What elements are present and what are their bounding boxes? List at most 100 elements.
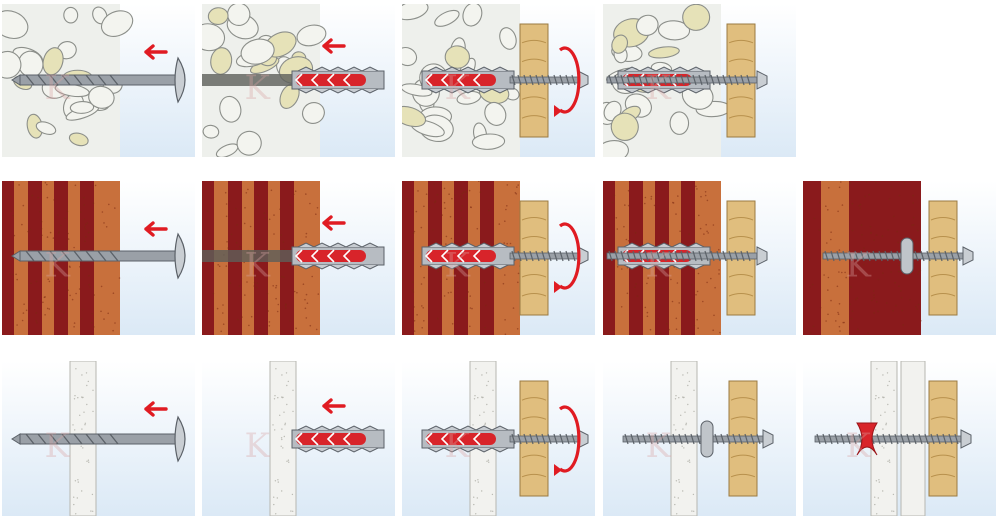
wood-grain [728,236,754,240]
wood-grain [521,39,547,44]
brick-speckle [517,281,519,284]
drill-flute [61,250,71,262]
plug-chevron [342,249,351,263]
brick-speckle [37,196,39,199]
brick-speckle [420,283,423,285]
screw-thread [686,250,691,262]
drill-flute [49,74,59,86]
brick-speckle [445,243,447,245]
brick-speckle [79,266,81,268]
screw-thread [662,74,667,86]
plug-chevron [294,432,303,446]
brick-speckle [704,194,707,197]
brick-speckle [607,232,609,235]
brick-speckle [892,309,894,312]
screw-thread [656,250,661,262]
screw-head [762,429,774,449]
brick-speckle [211,240,214,243]
screw-thread [750,433,755,445]
board-speckle [677,497,679,499]
brick-speckle [243,222,246,225]
screw-thread [668,74,673,86]
drill-flute [73,74,83,86]
plug-rib [671,242,689,270]
diagram-plasterboard-drill: K [11,361,186,516]
brick-speckle [841,271,843,274]
wood-grain [930,473,956,478]
brick-speckle [877,310,879,313]
board-speckle [292,410,294,413]
pebble [219,95,242,123]
wood-grain [728,115,754,119]
board-speckle [488,461,490,463]
drill-flute [97,250,107,262]
board-speckle [77,481,80,483]
screw-thread [746,250,751,262]
panel-stone-screw-in: K [402,4,595,157]
brick-speckle [305,236,307,238]
brick-speckle [693,308,695,310]
screw-thread [722,250,727,262]
diagram-plasterboard-fixed-cavity: K [622,361,774,516]
board-speckle [682,428,684,430]
brick-speckle [718,269,720,271]
brick-speckle [469,295,471,297]
brick-speckle [18,184,20,186]
brick-speckle [225,203,228,205]
brick-speckle [514,192,517,194]
screw-thread [535,250,540,262]
board-speckle [492,389,494,391]
brick-speckle [460,217,463,219]
plug-rib [459,66,477,94]
brick-speckle [699,227,702,230]
brick-speckle [502,282,505,285]
screw-thread [882,433,887,445]
board-speckle [681,445,683,447]
brick-speckle [247,188,249,191]
wood-grain [930,217,956,221]
brick-speckle [12,273,14,276]
board-speckle [292,389,294,391]
diagram-perforated-brick-fixed: K [603,181,768,335]
brick-speckle [505,208,507,211]
screw-thread [517,433,522,445]
board-speckle [878,479,880,481]
brick-speckle [67,232,69,235]
brick-speckle [226,241,228,243]
plug-rib [623,242,641,270]
board-speckle [75,513,77,515]
brick-speckle [93,294,95,296]
brick-speckle [604,233,606,235]
brick-speckle [305,193,307,195]
drill-flute [85,250,95,262]
screw-thread [938,250,943,262]
board-speckle [673,424,675,426]
diagram-stone-insert-plug: K [202,4,385,157]
brick-speckle [306,302,309,304]
brick-speckle [695,185,697,188]
plug-rib [687,66,705,94]
brick-speckle [714,286,716,289]
screw-thread [644,250,649,262]
brick-speckle [917,273,919,275]
board-speckle [487,380,489,383]
brick-speckle [679,230,681,232]
board-speckle [281,396,284,399]
wood-grain [930,397,956,401]
brick-speckle [684,309,687,312]
board-speckle [291,493,294,496]
board-speckle [79,414,81,416]
board-speckle [893,410,895,413]
brick-speckle [94,184,97,187]
brick-speckle [859,203,862,206]
plug-rib [329,66,347,94]
screw-thread [834,433,839,445]
brick-speckle [238,285,241,287]
board-speckle [84,424,86,426]
board-speckle [475,368,477,370]
pebble [88,85,115,109]
brick-speckle [402,278,404,281]
brick-speckle [625,238,628,241]
brick-speckle [413,230,416,233]
brick-speckle [412,249,414,252]
